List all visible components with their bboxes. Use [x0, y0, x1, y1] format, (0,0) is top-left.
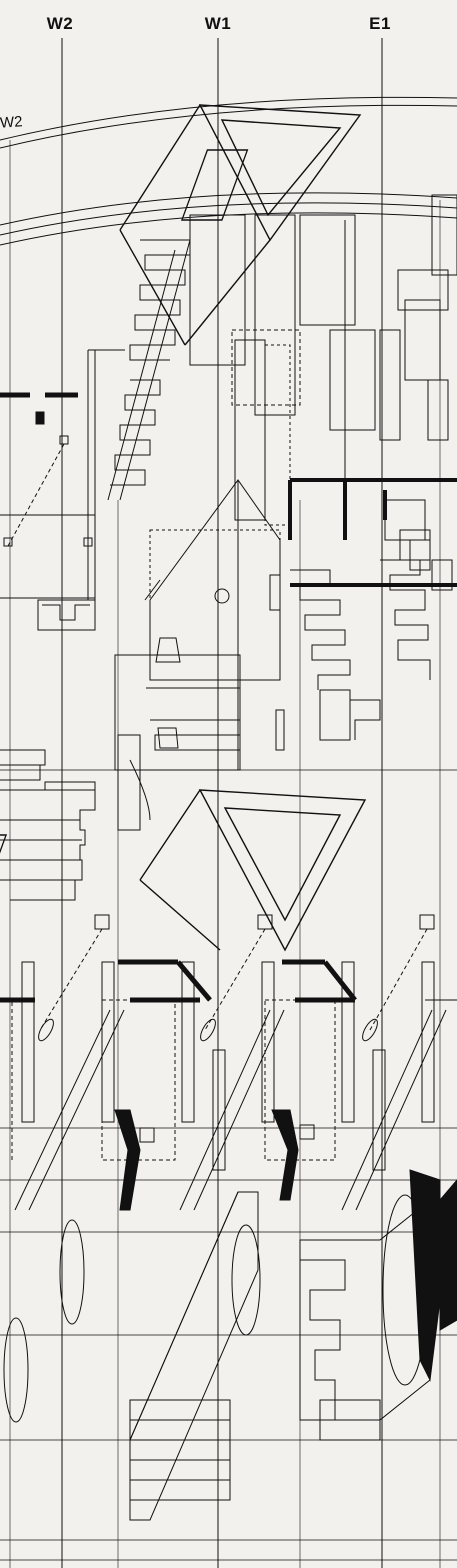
left-small-block — [35, 411, 45, 425]
middle-triangle-structure — [0, 789, 367, 952]
upper-walls — [189, 214, 356, 526]
right-upper-rooms — [329, 194, 457, 561]
left-frame — [0, 349, 125, 631]
grid-label-w1: W1 — [204, 14, 232, 33]
center-box — [114, 479, 285, 771]
upper-stair — [107, 239, 191, 501]
lower-center-beam — [129, 1191, 261, 1521]
grid-axes — [9, 38, 441, 1568]
lower-ellipses — [3, 1219, 85, 1423]
left-stepped-stack — [0, 749, 96, 901]
arc-lines — [0, 96, 457, 246]
mid-left-curve — [129, 759, 151, 821]
grid-horizontals — [0, 769, 457, 1561]
lower-right-block — [299, 1169, 457, 1441]
upper-triangle-structure — [119, 104, 362, 346]
mid-left-pillar — [117, 734, 141, 831]
right-stairs — [290, 539, 453, 741]
grid-label-e1: E1 — [369, 14, 391, 33]
bay-frames — [0, 914, 457, 1211]
grid-label-w2: W2 — [46, 14, 74, 33]
